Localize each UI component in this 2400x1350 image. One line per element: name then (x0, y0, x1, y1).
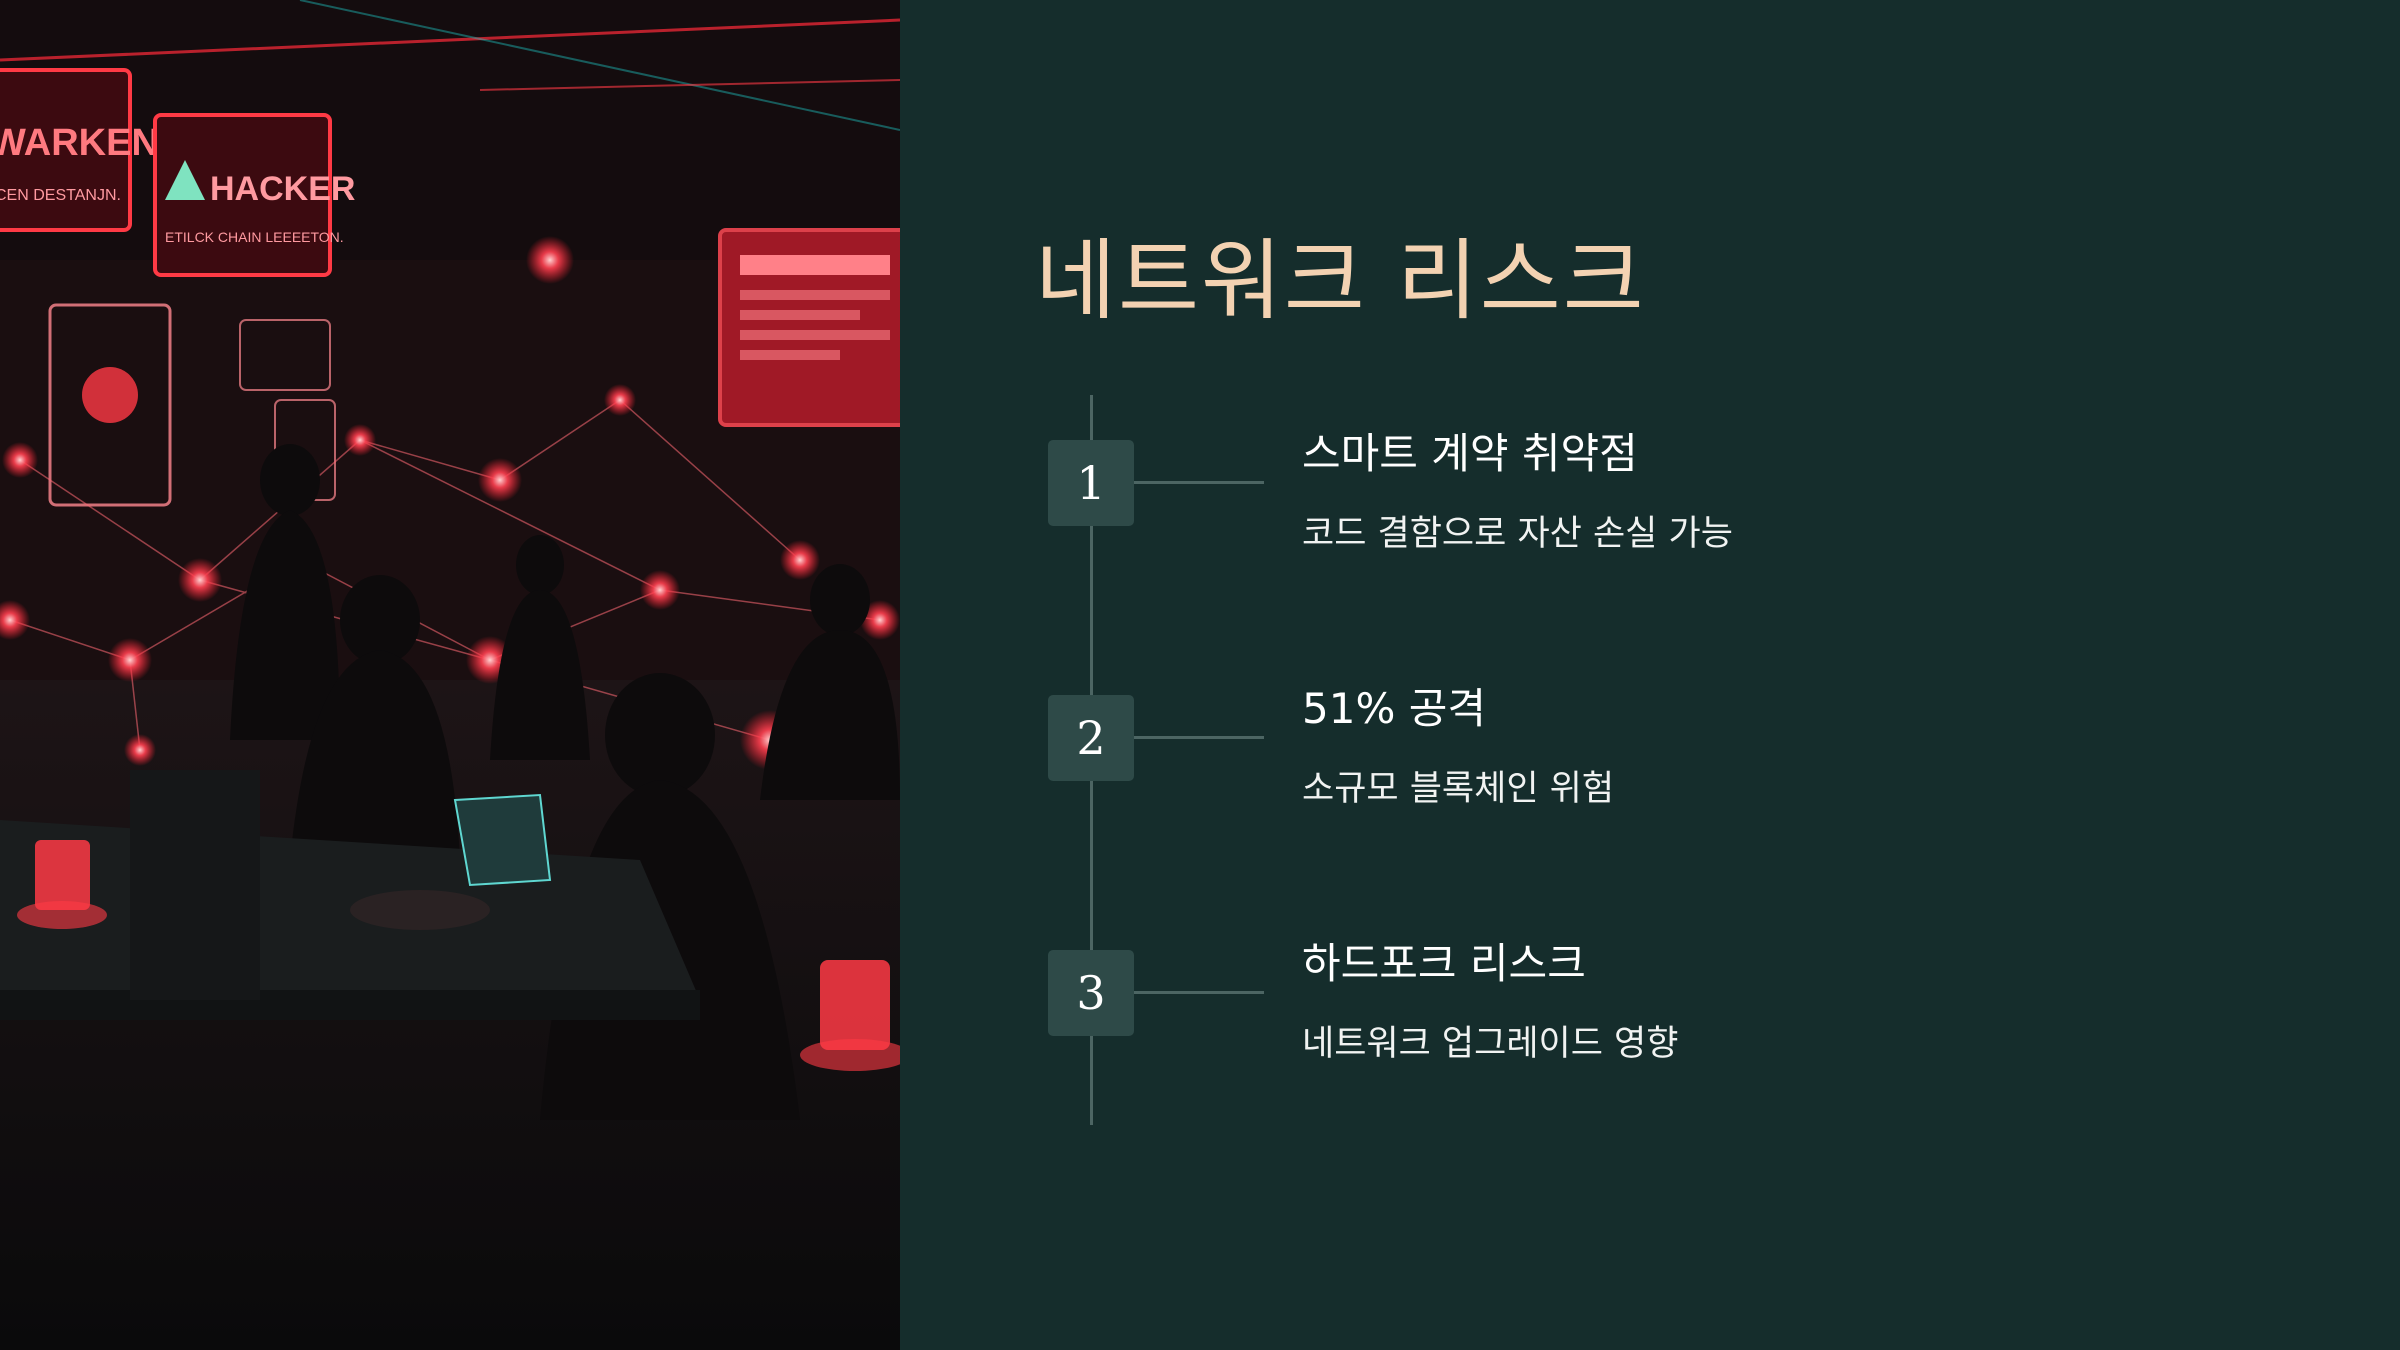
svg-text:CEN DESTANJN.: CEN DESTANJN. (0, 187, 121, 204)
step-number-box: 2 (1048, 695, 1134, 781)
svg-text:HACKER: HACKER (210, 170, 355, 208)
hero-illustration: WARKEN CEN DESTANJN. HACKER ETILCK CHAIN… (0, 0, 900, 1350)
timeline-step-2: 2 51% 공격 소규모 블록체인 위험 (900, 684, 2400, 895)
timeline-step-1: 1 스마트 계약 취약점 코드 결함으로 자산 손실 가능 (900, 429, 2400, 640)
step-description: 소규모 블록체인 위험 (1302, 769, 1615, 809)
step-description: 코드 결함으로 자산 손실 가능 (1302, 514, 1733, 554)
svg-text:WARKEN: WARKEN (0, 122, 159, 164)
step-connector (1134, 736, 1264, 739)
step-title: 51% 공격 (1302, 684, 1486, 733)
step-title: 하드포크 리스크 (1302, 939, 1586, 988)
step-title: 스마트 계약 취약점 (1302, 429, 1638, 478)
step-number-box: 3 (1048, 950, 1134, 1036)
step-description: 네트워크 업그레이드 영향 (1302, 1024, 1679, 1064)
step-connector (1134, 481, 1264, 484)
slide-title: 네트워크 리스크 (1035, 229, 1646, 332)
content-panel: 네트워크 리스크 1 스마트 계약 취약점 코드 결함으로 자산 손실 가능 2… (900, 0, 2400, 1350)
step-number-box: 1 (1048, 440, 1134, 526)
step-connector (1134, 991, 1264, 994)
timeline-step-3: 3 하드포크 리스크 네트워크 업그레이드 영향 (900, 939, 2400, 1150)
hacker-network-illustration-icon: WARKEN CEN DESTANJN. HACKER ETILCK CHAIN… (0, 0, 900, 1350)
svg-text:ETILCK CHAIN LEEEETON.: ETILCK CHAIN LEEEETON. (165, 229, 344, 245)
